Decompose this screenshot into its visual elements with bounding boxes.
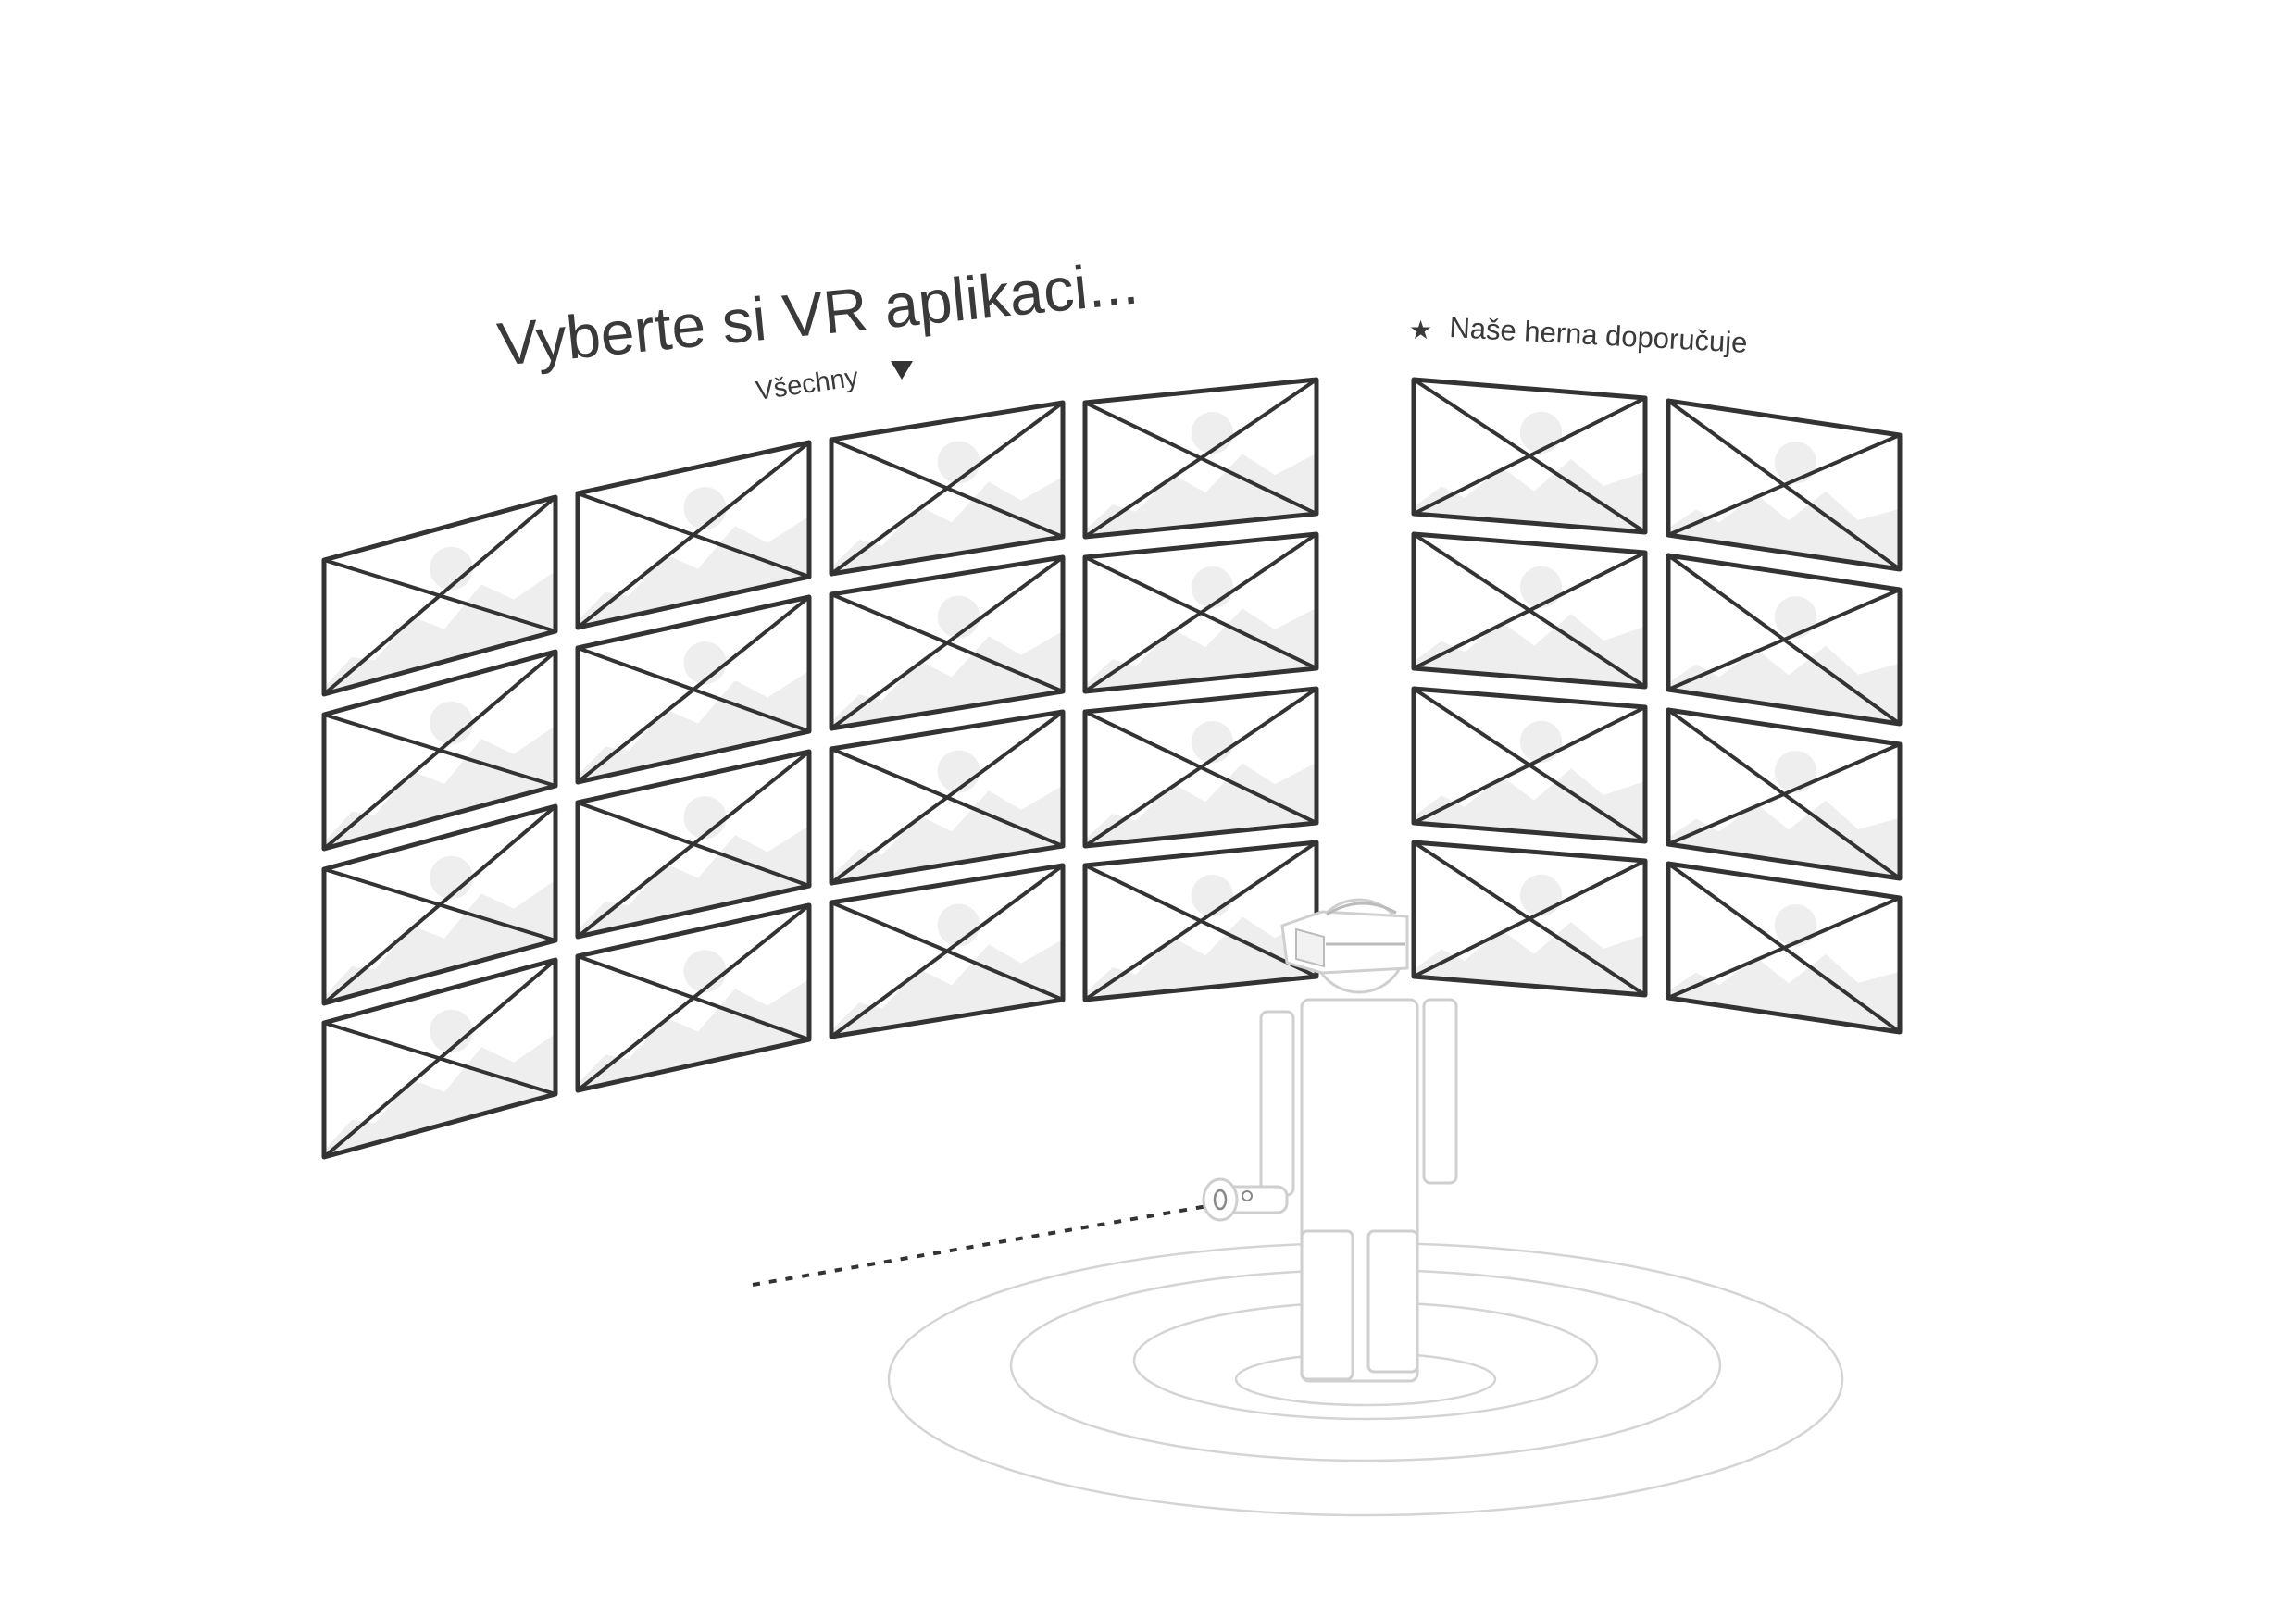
image-placeholder-icon [1191, 412, 1234, 454]
image-placeholder-icon [1191, 566, 1234, 609]
controller-pointer-ray [752, 1203, 1214, 1287]
app-all-tile[interactable] [575, 440, 812, 630]
app-all-tile[interactable] [829, 863, 1066, 1039]
app-all-tile[interactable] [321, 649, 558, 852]
app-all-tile[interactable] [829, 709, 1066, 886]
app-all-tile[interactable] [575, 749, 812, 940]
image-placeholder-icon [683, 796, 727, 840]
app-recommended-tile[interactable] [1666, 707, 1903, 881]
image-placeholder-icon [1519, 566, 1563, 609]
image-placeholder-icon [937, 903, 980, 947]
image-placeholder-icon [1191, 721, 1234, 764]
image-placeholder-icon [683, 641, 727, 685]
vr-headset-icon [1280, 902, 1409, 975]
app-all-tile[interactable] [321, 494, 558, 697]
image-placeholder-icon [1774, 442, 1817, 484]
image-placeholder-icon [1191, 875, 1234, 917]
image-placeholder-icon [937, 595, 980, 639]
image-placeholder-icon [683, 487, 727, 530]
figure-right-arm [1422, 998, 1458, 1185]
image-placeholder-icon [1519, 411, 1563, 454]
app-recommended-tile[interactable] [1411, 377, 1648, 535]
image-placeholder-icon [430, 701, 473, 745]
app-all-tile[interactable] [321, 957, 558, 1160]
app-recommended-tile[interactable] [1666, 861, 1903, 1035]
figure-right-leg [1366, 1229, 1419, 1374]
vr-user-figure [1202, 898, 1458, 1383]
image-placeholder-icon [1519, 874, 1563, 917]
image-placeholder-icon [937, 441, 980, 484]
image-placeholder-icon [430, 546, 473, 591]
app-grid-recommended [1411, 377, 1903, 1035]
image-placeholder-icon [430, 1009, 473, 1053]
app-all-tile[interactable] [1082, 840, 1319, 1002]
app-recommended-tile[interactable] [1666, 553, 1903, 727]
app-all-tile[interactable] [1082, 377, 1319, 540]
app-all-tile[interactable] [1082, 531, 1319, 694]
image-placeholder-icon [1774, 904, 1817, 947]
app-all-tile[interactable] [575, 594, 812, 785]
app-recommended-tile[interactable] [1411, 686, 1648, 844]
page-title: Vyberte si VR aplikaci... [494, 248, 1141, 379]
image-placeholder-icon [430, 855, 473, 900]
recommended-heading: ★ Naše herna doporučuje [1409, 311, 1748, 359]
filter-dropdown[interactable]: Všechny [755, 361, 913, 406]
filter-label: Všechny [755, 363, 861, 406]
app-recommended-tile[interactable] [1666, 398, 1903, 572]
image-placeholder-icon [937, 750, 980, 793]
app-all-tile[interactable] [575, 902, 812, 1093]
image-placeholder-icon [1774, 751, 1817, 793]
recommended-label: Naše herna doporučuje [1449, 311, 1749, 359]
triangle-down-icon[interactable] [891, 361, 913, 380]
image-placeholder-icon [683, 950, 727, 993]
app-grid-all [321, 377, 1319, 1160]
app-all-tile[interactable] [829, 554, 1066, 731]
app-all-tile[interactable] [829, 400, 1066, 577]
figure-left-leg [1300, 1229, 1354, 1381]
star-icon: ★ [1409, 316, 1432, 344]
app-all-tile[interactable] [321, 803, 558, 1006]
vr-controller-icon [1202, 1177, 1289, 1222]
app-all-tile[interactable] [1082, 686, 1319, 849]
image-placeholder-icon [1519, 720, 1563, 764]
app-recommended-tile[interactable] [1411, 840, 1648, 998]
app-recommended-tile[interactable] [1411, 531, 1648, 690]
image-placeholder-icon [1774, 596, 1817, 639]
figure-left-arm [1259, 1010, 1295, 1197]
